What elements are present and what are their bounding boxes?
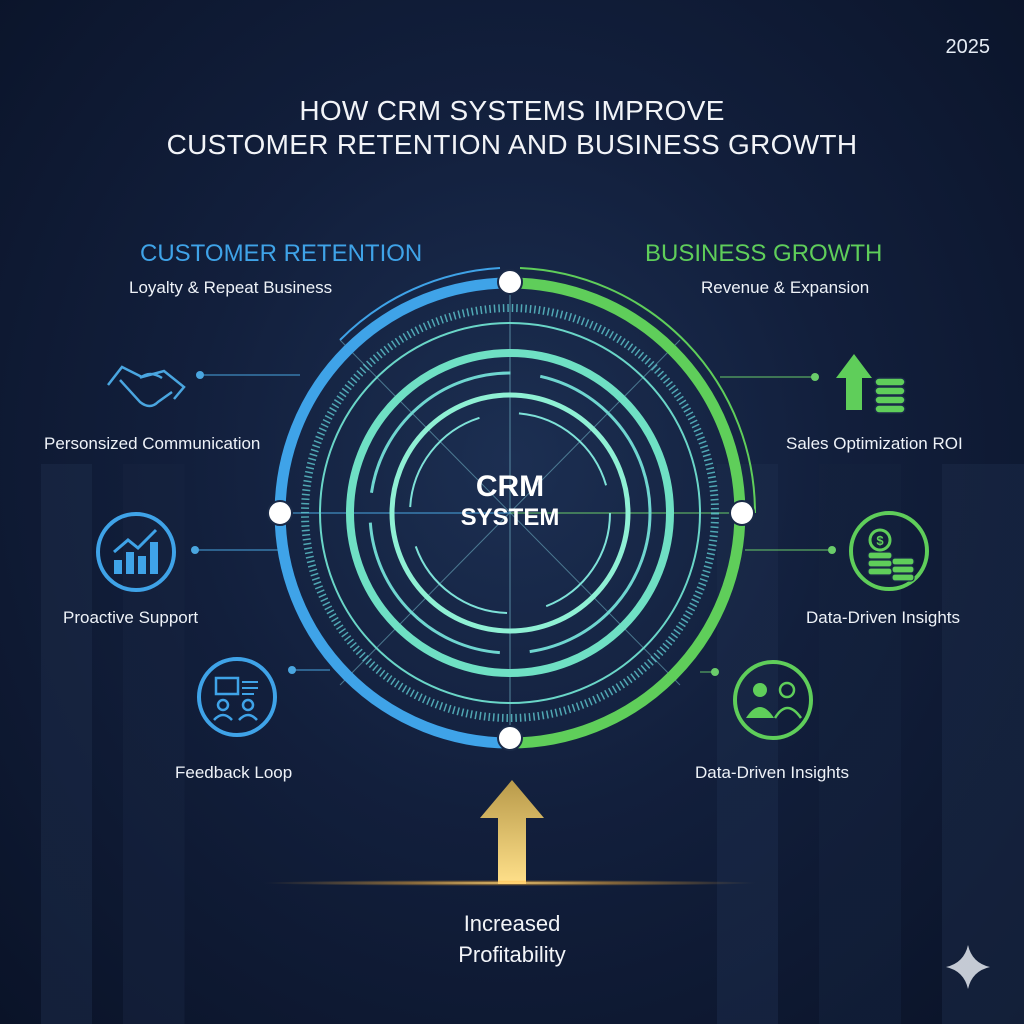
retention-heading: CUSTOMER RETENTION: [140, 240, 423, 267]
growth-heading: BUSINESS GROWTH: [645, 240, 883, 267]
growth-subheading: Revenue & Expansion: [701, 278, 870, 297]
team-icon: [733, 660, 813, 740]
title-line-2: CUSTOMER RETENTION AND BUSINESS GROWTH: [166, 129, 858, 160]
ring-nodes: [267, 269, 755, 751]
profit-arrow-icon: [480, 780, 544, 884]
feedback-icon: [197, 657, 277, 737]
year-label: 2025: [945, 36, 991, 58]
dollar-coins-icon: $: [849, 511, 929, 591]
retention-item-1: Personsized Communication: [44, 434, 261, 453]
retention-item-2: Proactive Support: [63, 608, 199, 627]
outcome-line-1: Increased: [463, 911, 561, 936]
svg-text:$: $: [876, 533, 884, 548]
sparkle-icon: [946, 945, 990, 989]
outcome-line-2: Profitability: [458, 942, 566, 967]
growth-item-3: Data-Driven Insights: [695, 763, 850, 782]
growth-item-2: Data-Driven Insights: [806, 608, 961, 627]
center-line-1: CRM: [475, 470, 545, 503]
page-title: HOW CRM SYSTEMS IMPROVE CUSTOMER RETENTI…: [0, 94, 1024, 162]
retention-item-3: Feedback Loop: [175, 763, 293, 782]
handshake-icon: [107, 365, 186, 408]
arrow-up-coins-icon: [836, 354, 906, 414]
retention-connectors: [195, 374, 510, 671]
title-line-1: HOW CRM SYSTEMS IMPROVE: [299, 95, 725, 126]
crm-center: CRM SYSTEM: [410, 470, 610, 532]
center-line-2: SYSTEM: [460, 504, 560, 531]
outcome-label: Increased Profitability: [412, 908, 612, 970]
growth-chart-icon: [96, 512, 176, 592]
growth-item-1: Sales Optimization ROI: [786, 434, 963, 453]
glow-line: [260, 880, 760, 886]
retention-subheading: Loyalty & Repeat Business: [129, 278, 333, 297]
